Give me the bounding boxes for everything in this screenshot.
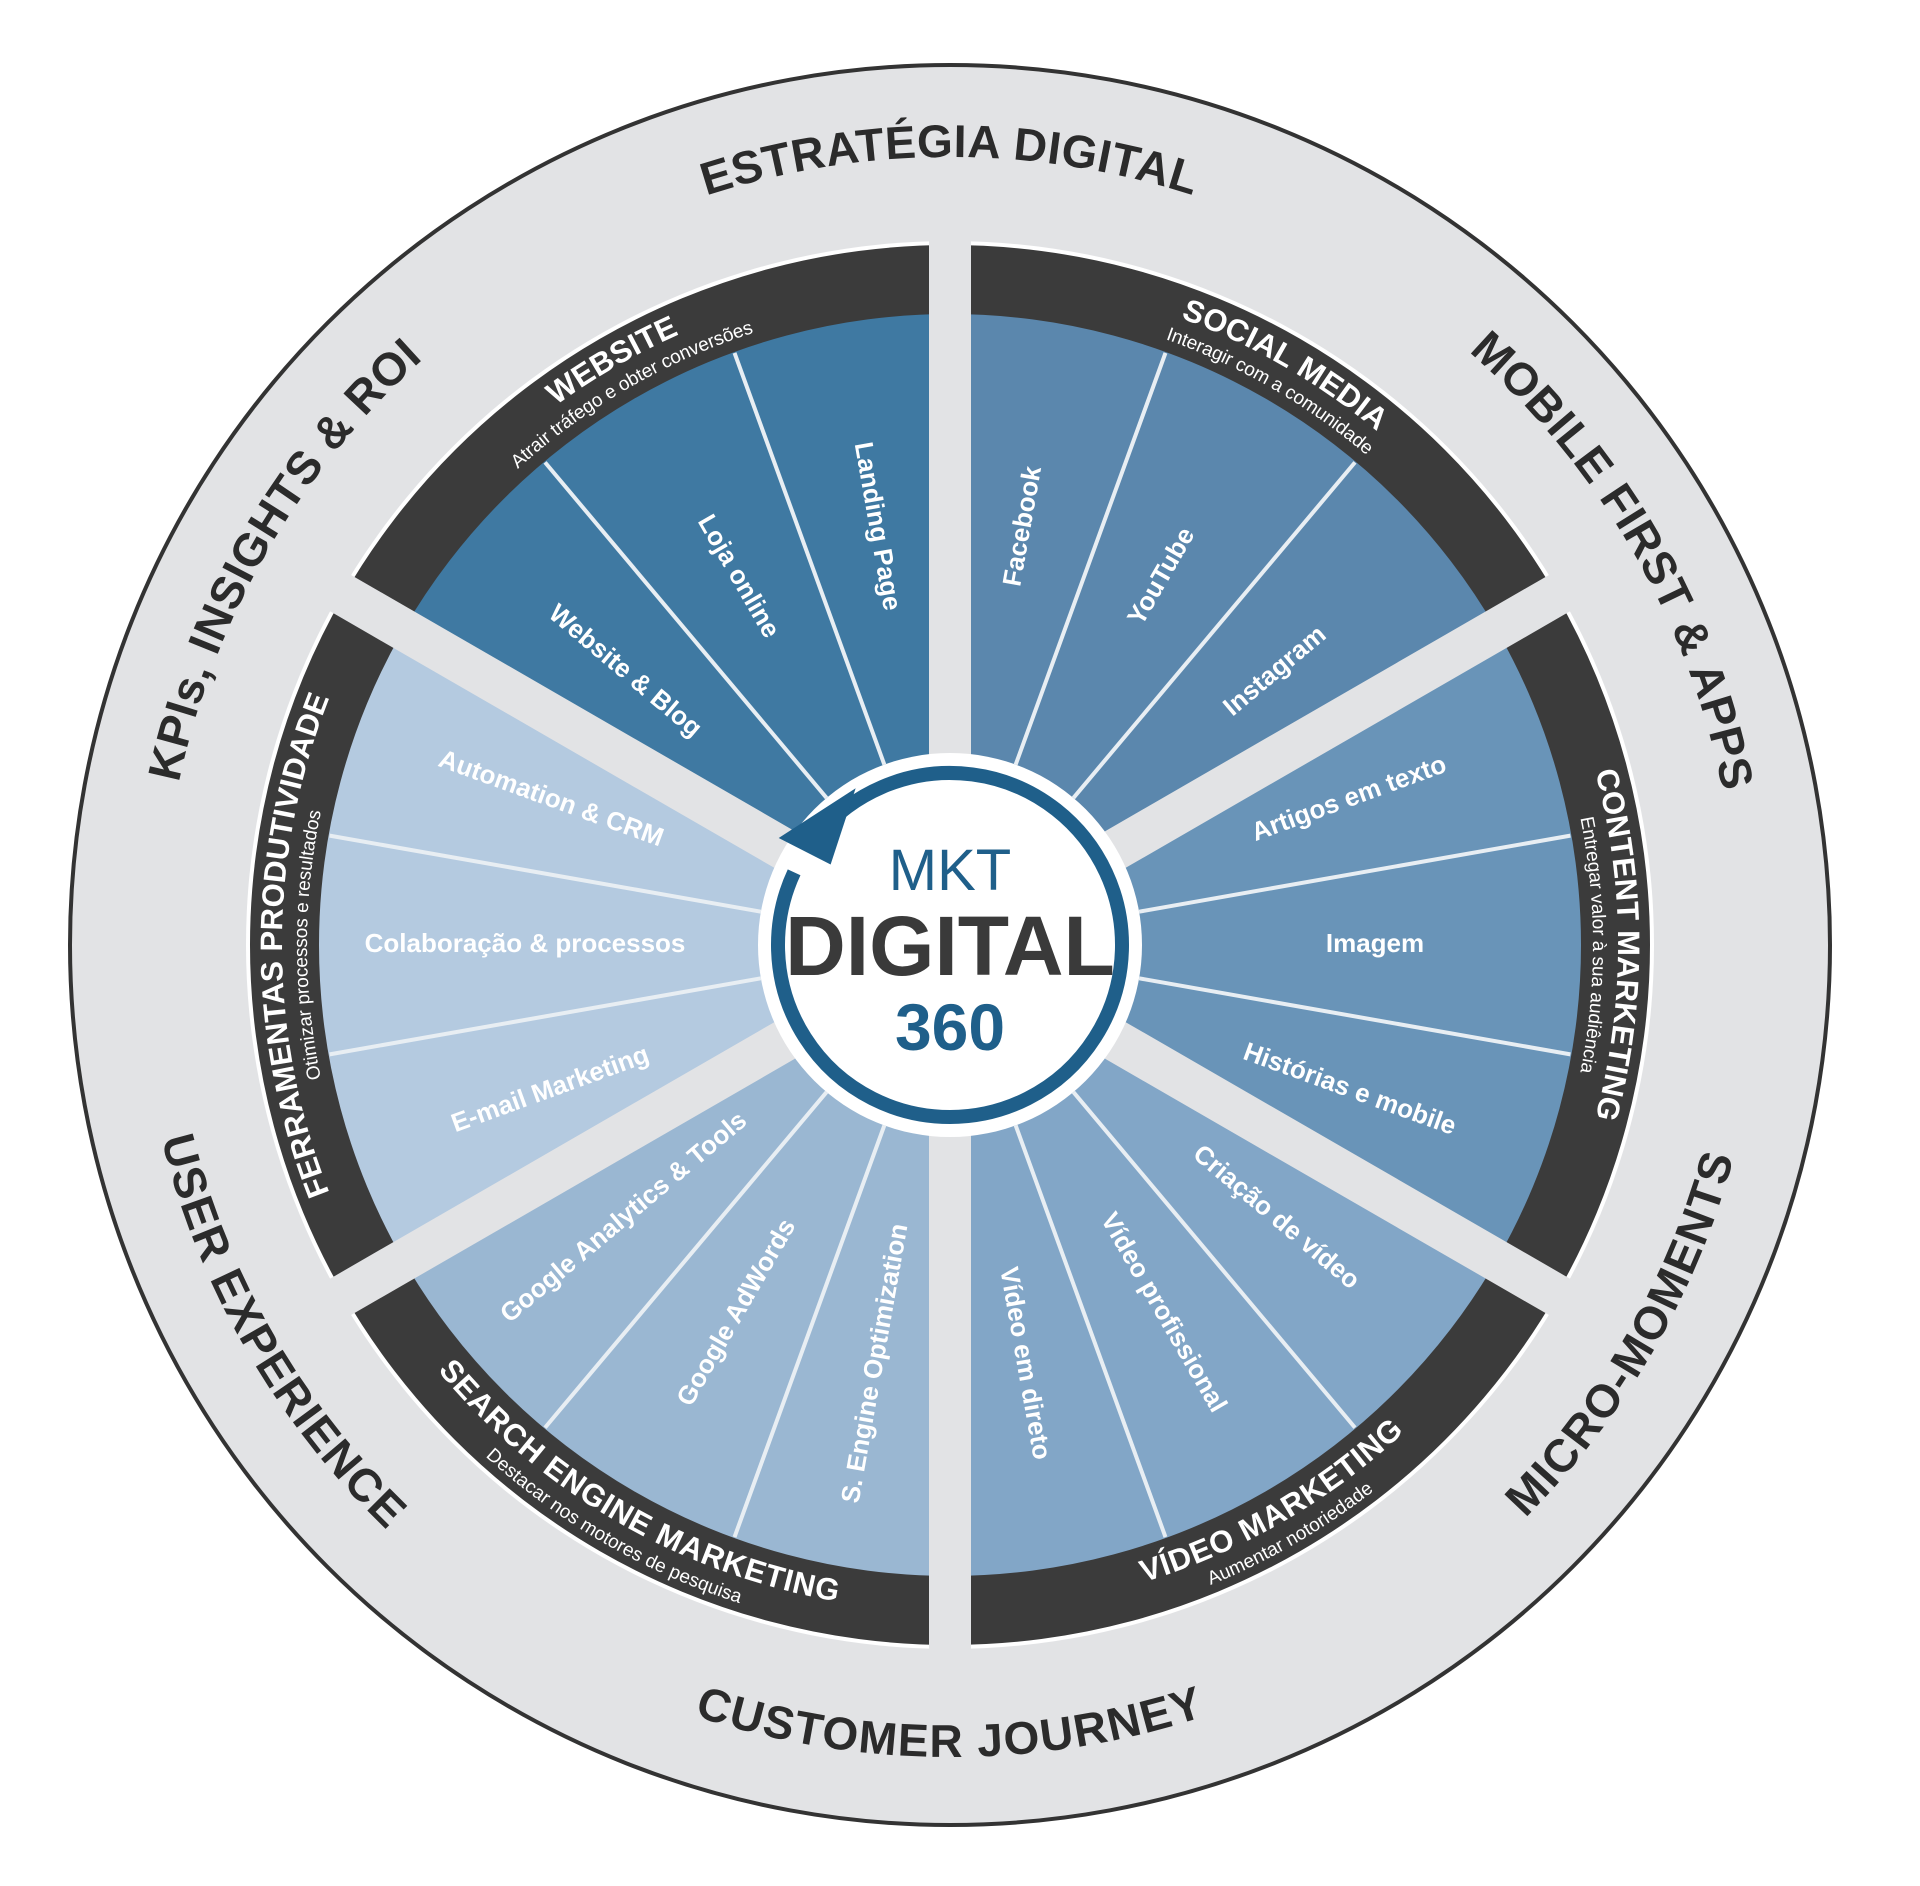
item-divider bbox=[732, 352, 887, 766]
section-wedge bbox=[403, 314, 950, 851]
item-divider bbox=[1071, 461, 1357, 800]
section-band bbox=[950, 245, 1557, 630]
item-divider bbox=[1138, 833, 1571, 914]
section-gap bbox=[1097, 573, 1572, 873]
item-divider bbox=[329, 833, 762, 914]
hub-arrow-icon bbox=[778, 788, 856, 865]
center-hub: MKT DIGITAL 360 bbox=[758, 753, 1142, 1137]
item-divider bbox=[732, 1124, 887, 1538]
section-gap bbox=[328, 1017, 803, 1317]
section-wedge bbox=[403, 1039, 950, 1577]
section-band bbox=[1495, 595, 1650, 1295]
item-divider bbox=[1013, 1124, 1168, 1538]
item-divider bbox=[1013, 352, 1168, 766]
section-wedge bbox=[950, 314, 1497, 851]
section-band bbox=[950, 1260, 1557, 1645]
hub-disc bbox=[758, 753, 1142, 1137]
section-wedge bbox=[950, 1039, 1497, 1576]
section-gap bbox=[328, 573, 803, 873]
item-label: Imagem bbox=[1326, 928, 1424, 958]
item-divider bbox=[329, 976, 762, 1057]
section-band bbox=[343, 244, 950, 630]
center-title-digital: DIGITAL bbox=[785, 899, 1115, 993]
section-band bbox=[249, 595, 405, 1295]
hub-ring bbox=[771, 766, 1129, 1124]
center-title-mkt: MKT bbox=[889, 838, 1011, 903]
item-divider bbox=[1071, 1090, 1357, 1429]
item-divider bbox=[1138, 976, 1571, 1057]
center-title-360: 360 bbox=[895, 990, 1005, 1064]
item-divider bbox=[543, 1090, 829, 1429]
item-divider bbox=[543, 461, 829, 800]
item-label: Colaboração & processos bbox=[365, 928, 686, 958]
section-band bbox=[343, 1260, 950, 1645]
section-gap bbox=[1097, 1017, 1572, 1317]
